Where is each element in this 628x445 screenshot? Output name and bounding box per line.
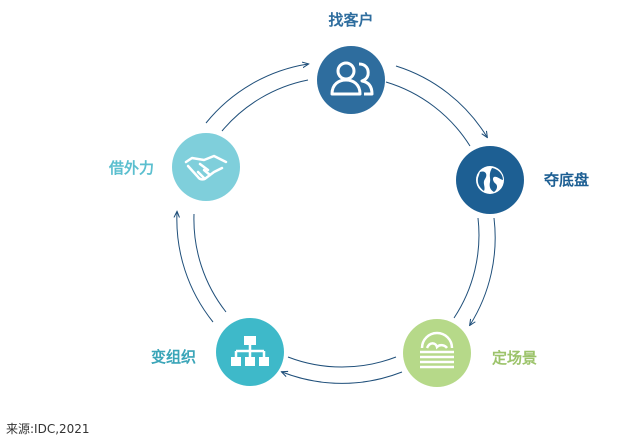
arrow-scenes-to-org — [282, 372, 403, 384]
node-seize-base: 夺底盘 — [456, 146, 589, 214]
arrow-seize-to-scenes — [470, 217, 496, 325]
node-find-customers-label: 找客户 — [328, 11, 373, 29]
inner-arc-seize-scenes — [453, 217, 480, 319]
inner-arc-org-partners — [193, 213, 227, 313]
node-set-scenes-label: 定场景 — [492, 349, 537, 367]
org-chart-icon — [231, 336, 269, 366]
arrow-partners-to-find — [205, 64, 308, 124]
arrow-find-to-seize — [395, 65, 487, 137]
node-leverage-partners: 借外力 — [108, 133, 240, 201]
node-set-scenes: 定场景 — [403, 319, 537, 387]
arrow-org-to-partners — [177, 212, 214, 323]
users-icon — [330, 61, 374, 96]
inner-arc-scenes-org — [287, 356, 397, 368]
node-leverage-partners-label: 借外力 — [108, 159, 154, 177]
scene-icon — [420, 331, 454, 369]
inner-cycle-arcs — [193, 79, 480, 368]
inner-arc-partners-find — [221, 79, 309, 132]
node-seize-base-label: 夺底盘 — [543, 171, 589, 189]
globe-icon — [476, 166, 504, 194]
node-change-org: 变组织 — [151, 318, 284, 386]
source-note: 来源:IDC,2021 — [6, 422, 90, 436]
inner-arc-find-seize — [385, 81, 471, 147]
node-change-org-label: 变组织 — [151, 348, 196, 366]
handshake-icon — [184, 154, 228, 181]
node-find-customers: 找客户 — [317, 11, 385, 114]
outer-cycle-arrows — [177, 64, 496, 384]
